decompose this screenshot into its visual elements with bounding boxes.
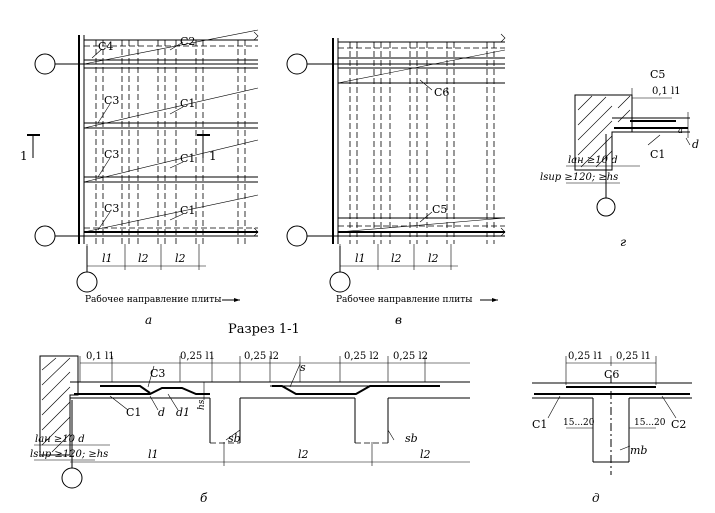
dim-01l1: 0,1 l1 <box>86 351 115 362</box>
span-l2: l2 <box>138 252 149 265</box>
dim-025l1: 0,25 l1 <box>616 351 651 362</box>
section-label-c3: С3 <box>150 367 165 380</box>
axis-marker <box>286 53 308 75</box>
section-anchor-length: lан ≥10 d <box>35 434 85 445</box>
span-l2: l2 <box>175 252 186 265</box>
detail-gap-left: 15...20 <box>563 418 595 428</box>
detail-label-c2: С2 <box>671 418 686 431</box>
panel-a-caption: Рабочее направление плиты <box>85 294 221 305</box>
panel-g-detail: С5 0,1 l1 С1 d a lан ≥10 d lsup ≥120; ≥h… <box>540 68 699 249</box>
detail-label-mb: mb <box>630 444 647 457</box>
span-l1: l1 <box>355 252 366 265</box>
bar-label-c2: С2 <box>180 35 195 48</box>
panel-v-plan: С6 С5 l1 l2 l2 Рабочее направление плиты… <box>286 33 506 327</box>
axis-marker <box>596 197 616 217</box>
dim-025l2: 0,25 l2 <box>344 351 379 362</box>
dim-025l2: 0,25 l2 <box>393 351 428 362</box>
bar-label-c1: С1 <box>180 204 195 217</box>
panel-a-plan: 1 1 С4 С2 С3 С1 С3 С1 С3 С1 l1 l2 l2 Раб… <box>20 29 259 327</box>
section-label-d: d <box>158 406 165 419</box>
dim-025l2: 0,25 l2 <box>244 351 279 362</box>
detail-label-c6: С6 <box>604 368 619 381</box>
section-label-hs: hs <box>197 399 207 410</box>
detail-label-c5: С5 <box>650 68 665 81</box>
bar-label-c1: С1 <box>180 97 195 110</box>
detail-label-c1: С1 <box>650 148 665 161</box>
section-mark: 1 <box>209 149 217 163</box>
axis-marker <box>329 271 351 293</box>
panel-a-letter: а <box>145 313 152 327</box>
span-l1: l1 <box>102 252 113 265</box>
panel-g-letter: г <box>620 235 626 249</box>
section-label-sb: sb <box>228 432 241 445</box>
section-support-length: lsup ≥120; ≥hs <box>30 449 108 460</box>
section-label-c1: С1 <box>126 406 141 419</box>
span-l1: l1 <box>148 448 159 461</box>
bar-label-c3: С3 <box>104 94 119 107</box>
detail-label-c1: С1 <box>532 418 547 431</box>
span-l2: l2 <box>428 252 439 265</box>
section-label-sb: sb <box>405 432 418 445</box>
bar-label-c6: С6 <box>434 86 449 99</box>
axis-marker <box>76 271 98 293</box>
dim-025l1: 0,25 l1 <box>180 351 215 362</box>
panel-b-letter: б <box>200 491 208 505</box>
detail-label-d: d <box>692 138 699 151</box>
panel-v-caption: Рабочее направление плиты <box>336 294 472 305</box>
detail-gap-right: 15...20 <box>634 418 666 428</box>
bar-label-c5: С5 <box>432 203 447 216</box>
dim-025l1: 0,25 l1 <box>568 351 603 362</box>
detail-support-length: lsup ≥120; ≥hs <box>540 172 618 183</box>
panel-b-section: Разрез 1-1 <box>30 322 470 505</box>
detail-dim-01l1: 0,1 l1 <box>652 86 681 97</box>
bar-label-c1: С1 <box>180 152 195 165</box>
panel-d-detail: 0,25 l1 0,25 l1 С6 С1 С2 15...20 15...20… <box>532 351 692 505</box>
panel-v-letter: в <box>395 313 402 327</box>
bar-label-c3: С3 <box>104 202 119 215</box>
axis-marker <box>286 225 308 247</box>
axis-marker <box>34 53 56 75</box>
detail-anchor-length: lан ≥10 d <box>568 155 618 166</box>
panel-d-letter: д <box>592 491 600 505</box>
detail-label-a: a <box>678 126 683 135</box>
section-mark: 1 <box>20 149 28 163</box>
axis-marker <box>61 467 83 489</box>
span-l2: l2 <box>420 448 431 461</box>
span-l2: l2 <box>391 252 402 265</box>
span-l2: l2 <box>298 448 309 461</box>
axis-marker <box>34 225 56 247</box>
bar-label-c4: С4 <box>98 40 113 53</box>
section-title: Разрез 1-1 <box>228 322 300 337</box>
section-label-s: s <box>300 361 306 374</box>
bar-label-c3: С3 <box>104 148 119 161</box>
section-label-d1: d1 <box>176 406 190 419</box>
